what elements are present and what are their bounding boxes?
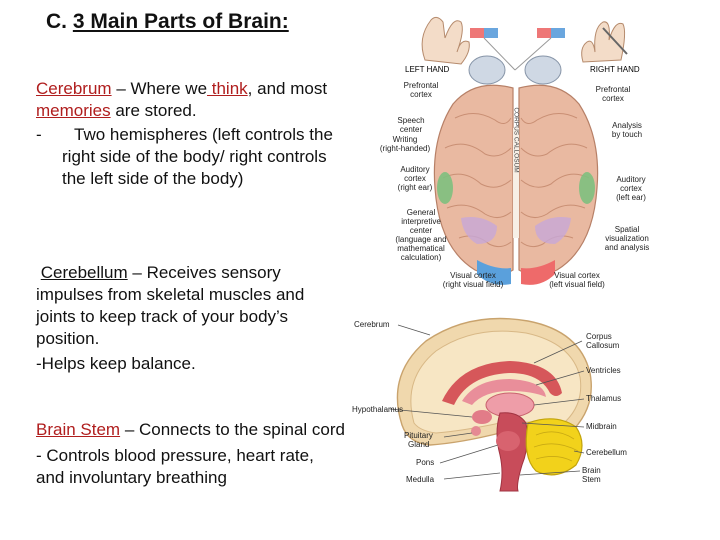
- label-l11: center: [410, 226, 433, 235]
- left-visual-region: [477, 260, 511, 285]
- label-l7: cortex: [404, 174, 426, 183]
- label-l16: (right visual field): [443, 280, 504, 289]
- ventricles-shape: [462, 379, 546, 405]
- brainstem-section: Brain Stem – Connects to the spinal cord…: [36, 419, 346, 489]
- left-hand-icon: [421, 16, 470, 65]
- left-eye-icon: [468, 55, 506, 85]
- spatial-region: [535, 217, 571, 244]
- br-ventricles: Ventricles: [586, 366, 621, 375]
- brainstem-term: Brain Stem: [36, 420, 121, 439]
- left-eye-marker: [470, 28, 484, 38]
- cerebellum-section: Cerebellum – Receives sensory impulses f…: [36, 262, 346, 375]
- label-l0: Prefrontal: [404, 81, 439, 90]
- brainstem-note-text: - Controls blood pressure, heart rate, a…: [36, 446, 314, 487]
- br-midbrain: Midbrain: [586, 422, 617, 431]
- br-corpus: Corpus: [586, 332, 612, 341]
- title-letter: C.: [46, 10, 67, 33]
- slide-title: C. 3 Main Parts of Brain:: [46, 10, 289, 34]
- label-l9: General: [407, 208, 436, 217]
- cerebrum-term: Cerebrum: [36, 79, 112, 98]
- br-stem: Stem: [582, 475, 601, 484]
- cerebrum-bullet: - Two hemispheres (left controls the rig…: [36, 124, 346, 190]
- cerebrum-mid: , and most: [247, 79, 328, 98]
- label-r9: and analysis: [605, 243, 649, 252]
- left-eye-marker-2: [484, 28, 498, 38]
- bl-pons: Pons: [416, 458, 434, 467]
- right-eye-icon: [524, 55, 562, 85]
- bl-cerebrum: Cerebrum: [354, 320, 390, 329]
- right-eye-marker-2: [551, 28, 565, 38]
- memories-word: memories: [36, 101, 111, 120]
- left-hand-label: LEFT HAND: [405, 65, 450, 74]
- right-eye-marker: [537, 28, 551, 38]
- label-l8: (right ear): [398, 183, 433, 192]
- label-r0: Prefrontal: [596, 85, 631, 94]
- label-l2: Speech: [397, 116, 424, 125]
- label-l12: (language and: [395, 235, 446, 244]
- label-r6: (left ear): [616, 193, 646, 202]
- br-callosum: Callosum: [586, 341, 620, 350]
- hypothalamus-shape: [472, 410, 492, 424]
- label-r8: visualization: [605, 234, 649, 243]
- brainstem-note: - Controls blood pressure, heart rate, a…: [36, 445, 346, 489]
- fissure-label: CORPUS CALLOSUM: [513, 107, 520, 172]
- label-l10: interpretive: [401, 217, 441, 226]
- title-text: 3 Main Parts of Brain:: [72, 10, 289, 33]
- cerebellum-term: Cerebellum: [40, 263, 128, 282]
- brainstem-desc: – Connects to the spinal cord: [120, 420, 346, 439]
- label-r7: Spatial: [615, 225, 640, 234]
- label-l5: (right-handed): [380, 144, 431, 153]
- cerebrum-bullet-text: Two hemispheres (left controls the right…: [62, 125, 333, 188]
- left-auditory-region: [437, 172, 453, 204]
- label-r2: Analysis: [612, 121, 642, 130]
- cerebellum-desc: – Receives sensory impulses from skeleta…: [36, 263, 305, 348]
- bl-medulla: Medulla: [406, 475, 435, 484]
- br-cerebellum: Cerebellum: [586, 448, 627, 457]
- label-l15: Visual cortex: [450, 271, 496, 280]
- cerebrum-section: Cerebrum – Where we think, and most memo…: [36, 78, 346, 190]
- label-r3: by touch: [612, 130, 642, 139]
- hemispheres-diagram: CORPUS CALLOSUM LEFT HAND RIGHT HAND Pre…: [380, 16, 649, 289]
- label-r11: (left visual field): [549, 280, 605, 289]
- right-visual-region: [521, 260, 555, 285]
- right-hand-icon: [581, 21, 628, 63]
- pons-shape: [496, 431, 520, 451]
- br-brain: Brain: [582, 466, 601, 475]
- sagittal-brain-diagram: Cerebrum Hypothalamus Pituitary Gland Po…: [352, 317, 627, 492]
- label-l4: Writing: [393, 135, 418, 144]
- corpus-callosum-shape: [442, 361, 562, 405]
- bl-pituitary: Pituitary: [404, 431, 433, 440]
- label-l14: calculation): [401, 253, 442, 262]
- label-l13: mathematical: [397, 244, 445, 253]
- cerebellum-note: -Helps keep balance.: [36, 354, 196, 373]
- label-r1: cortex: [602, 94, 624, 103]
- br-thalamus: Thalamus: [586, 394, 621, 403]
- bl-hypothalamus: Hypothalamus: [352, 405, 403, 414]
- brainstem-shape: [496, 412, 528, 492]
- think-word: think: [207, 79, 248, 98]
- right-auditory-region: [579, 172, 595, 204]
- label-r4: Auditory: [616, 175, 645, 184]
- label-l6: Auditory: [400, 165, 429, 174]
- interpretive-region: [461, 217, 497, 244]
- bl-gland: Gland: [408, 440, 429, 449]
- right-hand-label: RIGHT HAND: [590, 65, 640, 74]
- label-l3: center: [400, 125, 423, 134]
- bullet-dash: -: [36, 125, 42, 144]
- label-r10: Visual cortex: [554, 271, 600, 280]
- cerebrum-end: are stored.: [110, 101, 197, 120]
- cerebellum-shape: [525, 418, 583, 476]
- cerebrum-sep: – Where we: [111, 79, 208, 98]
- label-l1: cortex: [410, 90, 432, 99]
- pituitary-shape: [471, 426, 481, 436]
- label-r5: cortex: [620, 184, 642, 193]
